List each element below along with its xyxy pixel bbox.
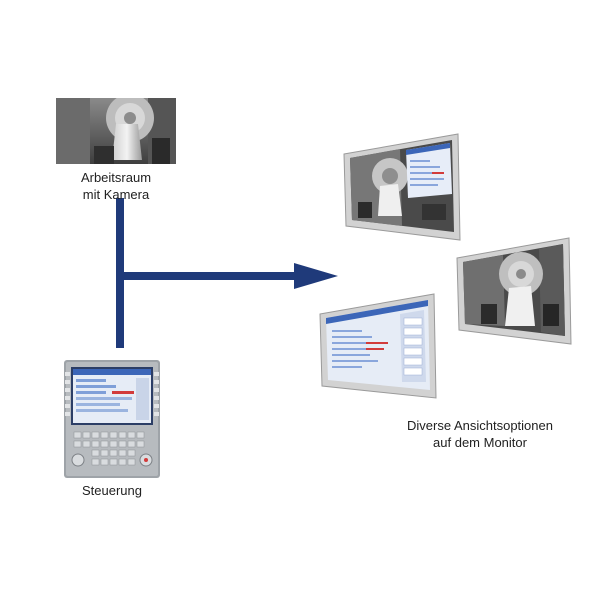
cnc-control-panel-image — [64, 360, 160, 478]
workspace-label-line2: mit Kamera — [82, 187, 150, 202]
monitors-label-line2: auf dem Monitor — [433, 435, 527, 450]
control-label-text: Steuerung — [82, 483, 142, 498]
arrow-head-icon — [294, 263, 338, 289]
connector-lines — [116, 198, 300, 348]
workspace-label: Arbeitsraum mit Kamera — [56, 169, 176, 203]
monitor-camera-overlay-view — [343, 133, 461, 241]
monitors-label-line1: Diverse Ansichtsoptionen — [407, 418, 553, 433]
monitors-label: Diverse Ansichtsoptionen auf dem Monitor — [392, 417, 568, 451]
monitor-control-ui-view — [319, 293, 437, 399]
workspace-camera-image — [56, 98, 176, 164]
workspace-label-line1: Arbeitsraum — [80, 170, 152, 185]
control-label: Steuerung — [52, 482, 172, 499]
monitor-camera-view — [456, 237, 572, 345]
